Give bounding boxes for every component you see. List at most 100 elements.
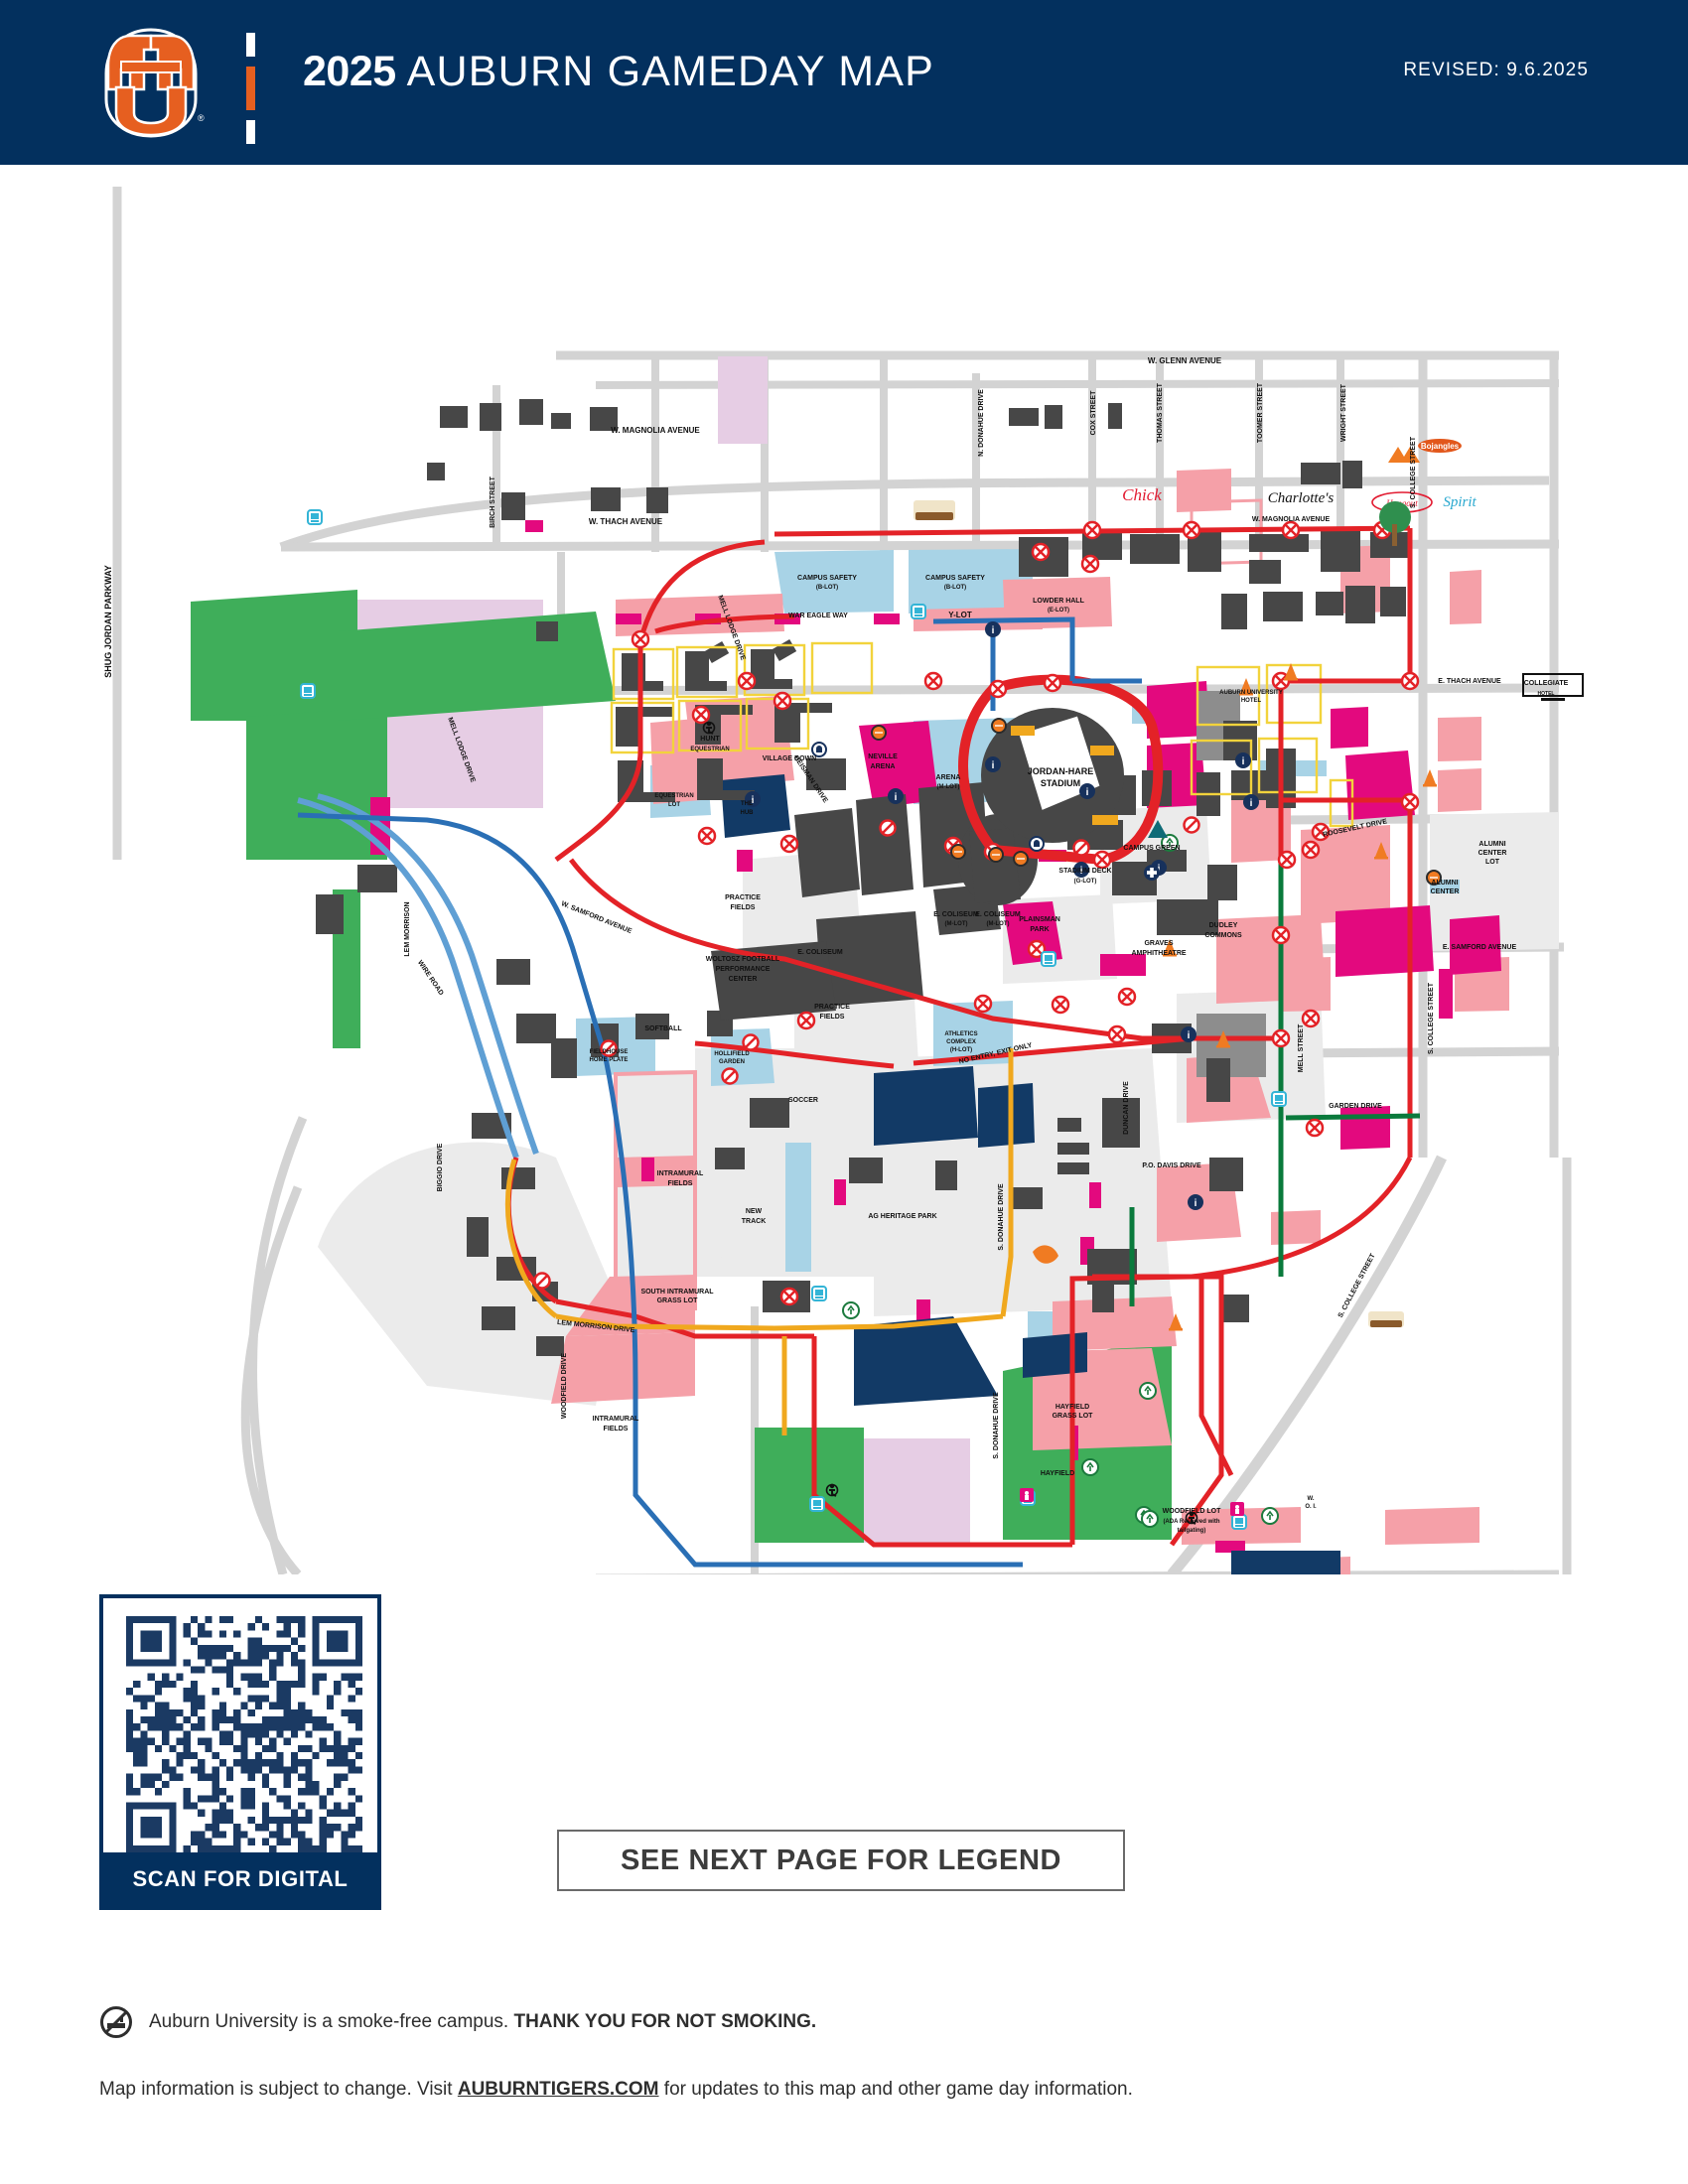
- see-next-page-for-legend-button[interactable]: SEE NEXT PAGE FOR LEGEND: [557, 1830, 1125, 1891]
- campus-map[interactable]: i: [0, 165, 1688, 1574]
- map-label: GRAVES: [1144, 940, 1173, 947]
- map-label: PRACTICE: [725, 894, 761, 901]
- disclaimer-post: for updates to this map and other game d…: [658, 2079, 1133, 2100]
- map-label: WOODFIELD DRIVE: [561, 1353, 568, 1419]
- map-label: (E-LOT): [1048, 608, 1069, 614]
- map-label: PRACTICE: [814, 1004, 850, 1011]
- qr-code[interactable]: [121, 1616, 367, 1852]
- map-label: ALUMNI: [1478, 841, 1505, 848]
- buildings: [316, 399, 1410, 1356]
- map-label: ATHLETICS: [944, 1031, 977, 1037]
- page-footer: Auburn University is a smoke-free campus…: [0, 1995, 1688, 2144]
- map-label: S. COLLEGE STREET: [1428, 982, 1435, 1054]
- map-label: FIELDS: [731, 904, 756, 911]
- map-label: DUDLEY: [1209, 922, 1238, 929]
- map-label: HOTEL: [1538, 691, 1555, 697]
- map-label: DUNCAN DRIVE: [1123, 1081, 1130, 1135]
- disclaimer-text: Map information is subject to change. Vi…: [99, 2079, 1133, 2101]
- map-label: (M-LOT): [945, 921, 968, 927]
- map-label: CAMPUS SAFETY: [797, 575, 857, 582]
- map-label: (M-LOT): [987, 921, 1010, 927]
- map-label: INTRAMURAL: [657, 1170, 704, 1177]
- map-label: ALUMNI: [1431, 880, 1458, 887]
- title-year: 2025: [303, 47, 396, 95]
- map-label: FIELDS: [604, 1426, 629, 1433]
- map-label: CENTER: [729, 976, 758, 983]
- map-label: COLLEGIATE: [1524, 680, 1569, 687]
- map-label: W. MAGNOLIA AVENUE: [611, 426, 700, 435]
- map-label: S. DONAHUE DRIVE: [998, 1183, 1005, 1251]
- map-label: LEM MORRISON: [404, 901, 411, 956]
- map-label: HOLLIFIELD: [714, 1051, 750, 1057]
- auburntigers-link[interactable]: AUBURNTIGERS.COM: [457, 2079, 659, 2100]
- map-label: E. SAMFORD AVENUE: [1443, 944, 1517, 951]
- map-icons[interactable]: [300, 509, 1442, 1530]
- map-label: BIRCH STREET: [490, 476, 496, 527]
- map-label: (H-LOT): [950, 1047, 972, 1053]
- map-label: AUBURN UNIVERSITY: [1219, 690, 1283, 696]
- map-label: W. MAGNOLIA AVENUE: [1252, 516, 1331, 523]
- map-label: W.: [1308, 1496, 1315, 1502]
- map-label: Y-LOT: [948, 611, 972, 619]
- map-label: FIELDS: [820, 1014, 845, 1021]
- smoke-free-notice: Auburn University is a smoke-free campus…: [99, 2005, 816, 2039]
- map-label: WIRE ROAD: [416, 959, 445, 997]
- map-label: LOWDER HALL: [1033, 598, 1084, 605]
- map-label: W. THACH AVENUE: [589, 517, 663, 526]
- smoke-free-text-normal: Auburn University is a smoke-free campus…: [149, 2011, 514, 2032]
- map-label: TRACK: [742, 1218, 767, 1225]
- map-label: MELL STREET: [1298, 1024, 1305, 1072]
- map-label: S. DONAHUE DRIVE: [993, 1392, 1000, 1459]
- map-label: (G-LOT): [1074, 879, 1097, 885]
- route-red: [505, 525, 1413, 1548]
- map-label: HUNT: [700, 736, 720, 743]
- auburn-au-logo: ®: [94, 26, 209, 140]
- smoke-free-text-bold: THANK YOU FOR NOT SMOKING.: [513, 2011, 817, 2032]
- map-label: INTRAMURAL: [593, 1416, 639, 1423]
- map-label: STADIUM DECK: [1058, 868, 1111, 875]
- map-label: COX STREET: [1090, 390, 1097, 435]
- map-vector[interactable]: i: [0, 165, 1688, 1574]
- map-label: NEW: [746, 1208, 763, 1215]
- map-label: JORDAN-HARE: [1028, 766, 1094, 776]
- map-label: WRIGHT STREET: [1340, 383, 1347, 442]
- map-label: HOTEL: [1241, 698, 1262, 704]
- map-label: HUB: [741, 810, 755, 816]
- map-label: BIGGIO DRIVE: [437, 1143, 444, 1191]
- map-label: CENTER: [1478, 850, 1507, 857]
- map-label: GARDEN DRIVE: [1329, 1103, 1382, 1110]
- map-label: FIELDHOUSE: [590, 1049, 629, 1055]
- qr-card[interactable]: PARKGUYFLOWBOOL.COM SCAN FOR DIGITAL: [99, 1594, 381, 1910]
- map-label: SHUG JORDAN PARKWAY: [103, 565, 113, 678]
- map-label: GRASS LOT: [1053, 1413, 1094, 1420]
- brand-marks: Bojangles Chick Charlotte's Hangout Spir…: [914, 439, 1584, 1327]
- map-label: S. COLLEGE STREET: [1410, 436, 1417, 508]
- qr-caption: SCAN FOR DIGITAL: [103, 1852, 377, 1906]
- map-label: W. GLENN AVENUE: [1148, 356, 1222, 365]
- map-label: GRASS LOT: [657, 1297, 699, 1304]
- map-label: LOT: [668, 802, 680, 808]
- map-label: (B-LOT): [944, 585, 966, 591]
- map-label: SOFTBALL: [644, 1025, 682, 1032]
- map-label: O. I.: [1305, 1504, 1317, 1510]
- map-label: VILLAGE DOWN: [763, 755, 816, 762]
- map-label: THOMAS STREET: [1157, 382, 1164, 443]
- map-label: AMPHITHEATRE: [1131, 950, 1186, 957]
- jordan-hare-stadium[interactable]: [981, 708, 1124, 843]
- map-label: COMMONS: [1204, 932, 1242, 939]
- map-label: LOT: [1485, 859, 1500, 866]
- map-label: CAMPUS SAFETY: [925, 575, 985, 582]
- area-fills: [191, 356, 1559, 1543]
- map-label: STADIUM: [1041, 778, 1080, 788]
- map-label: NEVILLE: [868, 753, 898, 760]
- map-label: EQUESTRIAN: [690, 747, 729, 752]
- svg-text:Spirit: Spirit: [1443, 494, 1477, 510]
- map-label: (M-LOT): [937, 784, 960, 790]
- map-label: EQUESTRIAN: [654, 793, 693, 799]
- map-label: CAMPUS GREEN: [1123, 845, 1180, 852]
- map-label: HAYFIELD: [1041, 1470, 1074, 1477]
- map-label: TOOMER STREET: [1257, 382, 1264, 443]
- map-label: AG HERITAGE PARK: [868, 1213, 936, 1220]
- map-label: PERFORMANCE: [716, 966, 771, 973]
- map-label: CENTER: [1431, 888, 1460, 895]
